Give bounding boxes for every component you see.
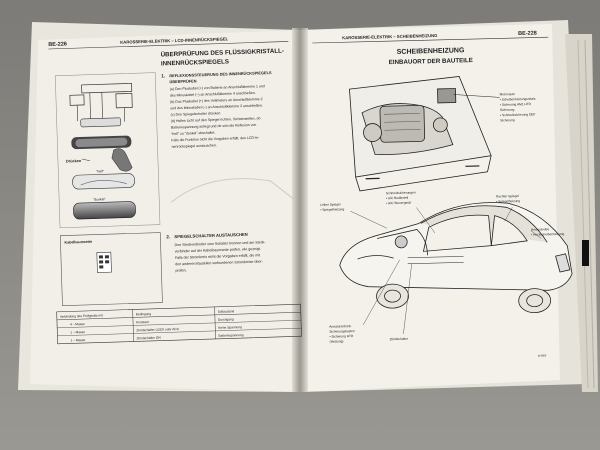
section-title-line1: ÜBERPRÜFUNG DES FLÜSSIGKRISTALL- bbox=[161, 48, 284, 59]
mirror-dunkel-image bbox=[73, 201, 136, 220]
right-title-line2: EINBAUORT DER BAUTEILE bbox=[389, 57, 473, 66]
right-mirror-callout: Rechter Spiegel bbox=[496, 194, 519, 199]
left-page-content: BE-226 KAROSSERIE-ELEKTRIK – LCD-INNENRÜ… bbox=[48, 36, 302, 345]
drucken-label: Drücken bbox=[66, 159, 82, 163]
table-cell: 4 – Masse bbox=[70, 322, 85, 326]
callout-leader-lines bbox=[350, 207, 542, 334]
step2-line: verbinder auf der Kabelbaumseite prüfen,… bbox=[175, 247, 261, 254]
step1-title-line1: REFLEXIONSSTEUERUNG DES INNENRÜCKSPIEGEL… bbox=[169, 70, 272, 78]
connector-plug-icon bbox=[96, 251, 112, 273]
left-page-header: KAROSSERIE-ELEKTRIK – LCD-INNENRÜCKSPIEG… bbox=[120, 36, 228, 44]
car-callouts: Linker Spiegel• SpiegelheizungSchmelzsic… bbox=[320, 191, 565, 344]
figure-code: B.9892 bbox=[538, 353, 547, 357]
step1-line: (c) Den Spiegelschalter drücken. bbox=[170, 111, 221, 117]
ignition-switch-callout: Zündschalter bbox=[390, 337, 409, 341]
table-cell: Konstant bbox=[136, 320, 149, 324]
left-mirror-callout: • Spiegelheizung bbox=[320, 207, 344, 212]
step1-line: nenrückspiegel austauschen. bbox=[171, 143, 216, 148]
mirror-hell-image bbox=[72, 173, 135, 190]
table-cell: 1 – Masse bbox=[71, 338, 86, 342]
left-mirror-callout: Linker Spiegel bbox=[320, 202, 341, 206]
table-header-cell: Bedingung bbox=[136, 312, 152, 316]
step1-number: 1. bbox=[161, 73, 165, 78]
engine-bay-callout: Motorraum• Scheibenheizungsrelais• Siche… bbox=[500, 92, 536, 122]
right-page-content: KAROSSERIE-ELEKTRIK – SCHEIBENHEIZUNG BE… bbox=[312, 31, 573, 358]
hell-label: "hell" bbox=[96, 169, 105, 173]
table-cell: Zündschalter LOCK oder ACC bbox=[136, 327, 179, 332]
step1-line: Falls die Funktion nicht die Vorgaben er… bbox=[171, 136, 260, 143]
engine-callout-line: • Scheibenheizungsrelais bbox=[500, 97, 536, 102]
step1-line: "hell" zu "dunkel" abschaltet. bbox=[171, 131, 215, 136]
car-side-illustration bbox=[339, 202, 573, 314]
engine-callout-line: Sicherung bbox=[500, 118, 515, 122]
step2-title: SPIEGELSCHALTER AUSTAUSCHEN bbox=[174, 232, 248, 239]
right-title-line1: SCHEIBENHEIZUNG bbox=[397, 47, 465, 56]
right-page-header: KAROSSERIE-ELEKTRIK – SCHEIBENHEIZUNG bbox=[342, 33, 437, 40]
table-cell: Keine Spannung bbox=[218, 325, 242, 330]
step2-body: Den Steckverbinder vom Schalter trennen … bbox=[175, 240, 267, 272]
step1-line: des Minuskabel (–) an Anschlußklemme 4 a… bbox=[170, 91, 256, 98]
step1-line: (d) Helles Licht auf den Spiegel richten… bbox=[171, 116, 261, 123]
step2-line: Falls der Stromkreis nicht die Vorgaben … bbox=[175, 253, 260, 260]
mirror-diagram-frame bbox=[54, 72, 161, 228]
step2-number: 2. bbox=[166, 234, 170, 239]
step1-body: (a) Den Pluskabel (+) von Batterie an An… bbox=[170, 84, 265, 149]
connector-box-title: Kabelbaumseite bbox=[64, 240, 92, 245]
engine-callout-line: • Schmelzsicherung DEF bbox=[500, 112, 535, 117]
step1-title-line2: ÜBERPRÜFEN bbox=[169, 78, 196, 84]
step2-line: Den Steckverbinder vom Schalter trennen … bbox=[175, 240, 267, 247]
table-cell: 1 – Masse bbox=[70, 330, 85, 334]
gutter-shadow bbox=[292, 28, 308, 392]
table-cell: Batteriespannung bbox=[218, 333, 243, 338]
left-page-number: BE-226 bbox=[48, 41, 67, 48]
right-page-number: BE-228 bbox=[518, 31, 537, 37]
engine-callout-line: Motorraum bbox=[500, 92, 516, 96]
junction-block-callout: Armaturenbrett- bbox=[329, 324, 351, 329]
mirror-wiring-diagram bbox=[69, 83, 133, 128]
center-callout: • A/C Bedienteil bbox=[386, 196, 408, 201]
rearview-mirror-top-icon bbox=[71, 135, 132, 150]
step1-line: und des Minuskabel (–) an Anschlußklemme… bbox=[170, 103, 263, 110]
engine-callout-line: Sicherung bbox=[500, 108, 515, 112]
engine-callout-line: • Sicherung AM1 HTR bbox=[500, 102, 532, 107]
step1-line: (a) Den Pluskabel (+) von Batterie an An… bbox=[170, 84, 265, 91]
junction-block-callout: Sicherungskasten bbox=[329, 329, 355, 334]
center-callout: • A/C Steuergerät bbox=[386, 201, 411, 206]
junction-block-callout: • Sicherung HTR bbox=[329, 334, 354, 339]
table-cell: Zündschalter ON bbox=[136, 336, 161, 341]
right-mirror-callout: • Spiegelheizung bbox=[496, 199, 520, 204]
section-title-line2: INNENRÜCKSPIEGELS bbox=[161, 58, 229, 67]
junction-block-callout: (Heizung) bbox=[330, 339, 344, 343]
rear-window-callout: • Heckscheibenheizung bbox=[531, 232, 565, 237]
step2-line: den anderen Bauteilen verbundenen Stromk… bbox=[175, 260, 264, 267]
continuity-table: Verbindung des Prüfgeräts mit Bedingung So… bbox=[56, 303, 302, 345]
table-cell: Durchgang bbox=[218, 317, 234, 321]
table-header-cell: Verbindung des Prüfgeräts mit bbox=[60, 313, 103, 318]
step1-line: (b) Das Pluskabel (+) des Voltmeters an … bbox=[170, 97, 263, 104]
step2-line: prüfen. bbox=[175, 268, 186, 272]
table-header-cell: Sollzustand bbox=[218, 309, 235, 314]
bleed-through-car bbox=[170, 178, 296, 203]
step1-line: Batteriespannung anliegt und ob sich die… bbox=[171, 123, 257, 130]
dunkel-label: "dunkel" bbox=[93, 197, 106, 201]
pressing-hand-icon bbox=[81, 148, 133, 172]
connector-box bbox=[59, 232, 163, 306]
engine-bay-illustration bbox=[349, 75, 500, 192]
rear-window-callout: Heckscheibe bbox=[531, 227, 550, 231]
center-callout: Schmelzsicherungen bbox=[386, 191, 416, 196]
